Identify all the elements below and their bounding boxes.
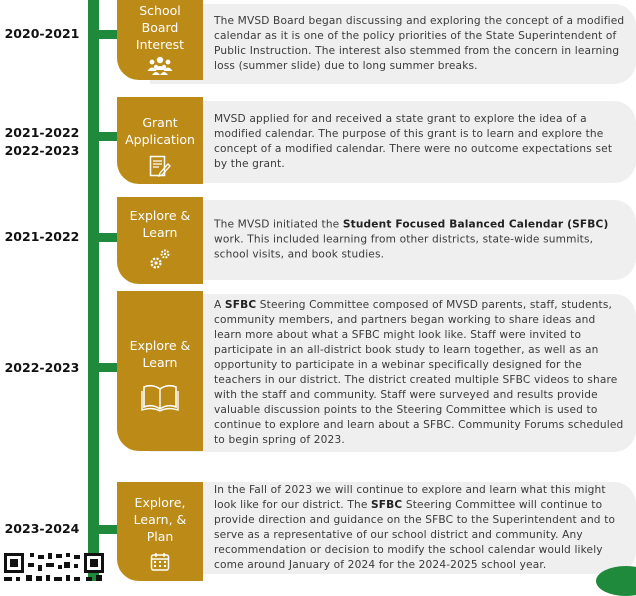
card-description: The MVSD Board began discussing and expl… xyxy=(214,15,625,72)
timeline-card: The MVSD Board began discussing and expl… xyxy=(150,4,636,84)
stage-label: Explore, Learn, & Plan xyxy=(133,495,187,544)
stage-tab: Explore, Learn, & Plan xyxy=(117,482,203,581)
year-label: 2021-2022 xyxy=(4,229,80,244)
timeline-card: In the Fall of 2023 we will continue to … xyxy=(150,482,636,574)
stage-tab: Grant Application xyxy=(117,97,203,184)
stage-label: Explore & Learn xyxy=(129,338,191,370)
year-label: 2023-2024 xyxy=(4,521,80,536)
calendar-icon xyxy=(150,553,170,571)
stage-label: School Board Interest xyxy=(135,3,185,52)
year-label: 2022-2023 xyxy=(4,360,80,375)
stage-label: Explore & Learn xyxy=(129,208,191,240)
stage-tab: Explore & Learn xyxy=(117,291,203,451)
stage-tab: Explore & Learn xyxy=(117,197,203,284)
timeline-card: MVSD applied for and received a state gr… xyxy=(150,101,636,183)
qr-code-icon xyxy=(4,553,104,581)
card-description: MVSD applied for and received a state gr… xyxy=(214,113,613,170)
corner-decoration xyxy=(596,566,636,596)
timeline-connector xyxy=(88,132,118,141)
year-label: 2020-2021 xyxy=(4,26,80,41)
timeline-connector xyxy=(88,233,118,242)
card-description: The MVSD initiated the Student Focused B… xyxy=(214,218,609,261)
card-description: In the Fall of 2023 we will continue to … xyxy=(214,484,616,571)
stage-tab: School Board Interest xyxy=(117,0,203,80)
document-pen-icon xyxy=(149,155,171,177)
timeline-card: A SFBC Steering Committee composed of MV… xyxy=(150,294,636,452)
timeline-card: The MVSD initiated the Student Focused B… xyxy=(150,200,636,280)
stage-label: Grant Application xyxy=(125,115,195,147)
timeline-connector xyxy=(88,30,118,39)
year-label: 2021-2022 2022-2023 xyxy=(4,125,80,158)
timeline-rail xyxy=(88,0,99,581)
people-group-icon xyxy=(147,56,173,75)
card-description: A SFBC Steering Committee composed of MV… xyxy=(214,299,624,446)
timeline-connector xyxy=(88,525,118,534)
open-book-icon xyxy=(141,384,179,412)
gears-icon xyxy=(150,249,170,269)
timeline-connector xyxy=(88,363,118,372)
